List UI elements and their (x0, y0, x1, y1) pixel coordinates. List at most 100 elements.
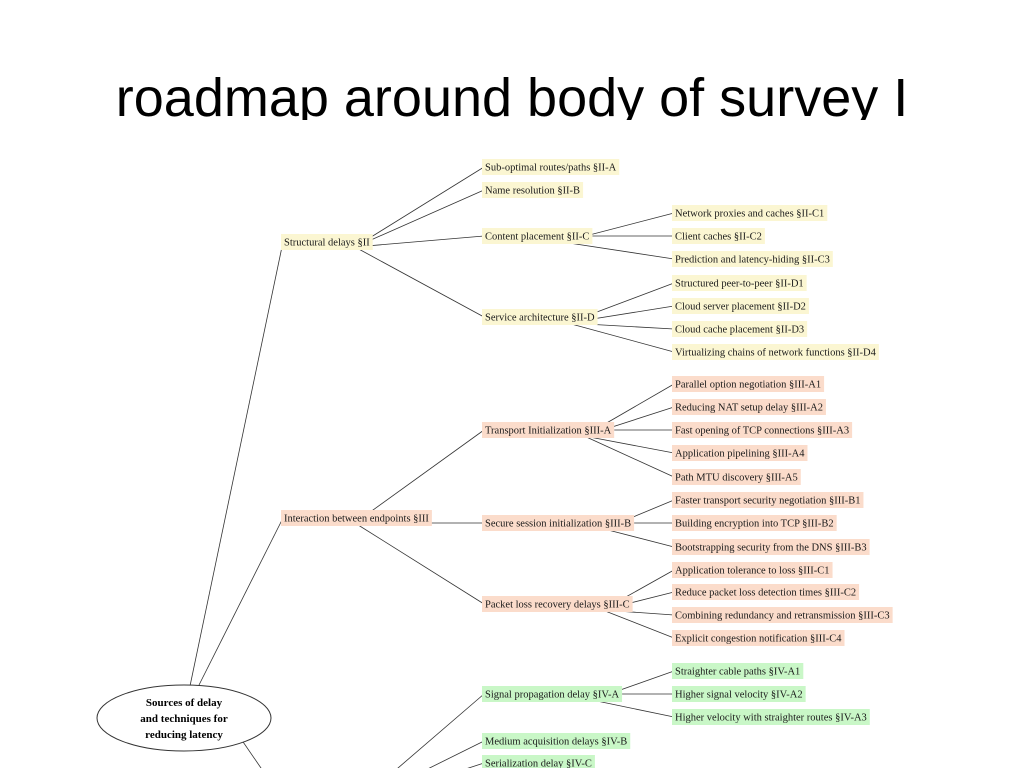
technique-node-2-0-1-box (672, 686, 806, 702)
topic-node-0-3: Service architecture §II-D (482, 309, 598, 325)
edge-category-2-to-topic-0 (397, 693, 485, 768)
root-label-line-1: Sources of delay (146, 697, 223, 709)
edge-category-2-to-topic-1 (428, 740, 485, 768)
technique-node-0-3-2: Cloud cache placement §II-D3 (672, 321, 808, 337)
technique-node-1-1-2-text: Bootstrapping security from the DNS §III… (675, 543, 867, 554)
technique-node-0-2-1-text: Client caches §II-C2 (675, 232, 762, 243)
topic-node-0-3-text: Service architecture §II-D (485, 313, 595, 324)
technique-node-1-1-1-box (672, 515, 837, 531)
technique-node-1-2-3-box (672, 630, 845, 646)
category-node-0-text: Structural delays §II (284, 238, 370, 249)
technique-node-0-2-1-box (672, 228, 765, 244)
technique-node-0-2-0: Network proxies and caches §II-C1 (672, 205, 828, 221)
edge-topic-0-3-to-technique-3 (567, 322, 675, 353)
technique-node-1-0-3: Application pipelining §III-A4 (672, 445, 808, 461)
edge-category-0-to-topic-3 (354, 246, 485, 318)
edge-topic-1-0-to-technique-3 (584, 435, 675, 454)
category-node-1-text: Interaction between endpoints §III (284, 514, 429, 525)
topic-node-1-1: Secure session initialization §III-B (482, 515, 635, 531)
topic-node-1-1-text: Secure session initialization §III-B (485, 519, 631, 530)
technique-node-2-0-2-text: Higher velocity with straighter routes §… (675, 713, 867, 724)
topic-node-0-0-text: Sub-optimal routes/paths §II-A (485, 163, 617, 174)
technique-node-2-0-0-text: Straighter cable paths §IV-A1 (675, 667, 800, 678)
topic-node-1-2-text: Packet loss recovery delays §III-C (485, 600, 630, 611)
topic-node-2-2-box (482, 755, 595, 768)
technique-node-1-0-2-box (672, 422, 853, 438)
edge-category-2-to-topic-2 (467, 762, 485, 768)
topic-node-1-0-text: Transport Initialization §III-A (485, 426, 612, 437)
technique-node-1-0-4-text: Path MTU discovery §III-A5 (675, 473, 798, 484)
edge-category-0-to-topic-1 (354, 189, 485, 248)
root-node: Sources of delay and techniques for redu… (96, 684, 272, 752)
technique-node-1-0-0-text: Parallel option negotiation §III-A1 (675, 380, 821, 391)
edge-category-1-to-topic-2 (354, 522, 485, 605)
technique-node-0-2-0-text: Network proxies and caches §II-C1 (675, 209, 824, 220)
topic-node-2-1-box (482, 733, 631, 749)
technique-node-1-0-0: Parallel option negotiation §III-A1 (672, 376, 825, 392)
topic-node-0-1-box (482, 182, 584, 198)
technique-node-2-0-0-box (672, 663, 804, 679)
topic-node-0-1-text: Name resolution §II-B (485, 186, 580, 197)
technique-node-1-1-2-box (672, 539, 870, 555)
technique-node-1-0-2-text: Fast opening of TCP connections §III-A3 (675, 426, 849, 437)
technique-node-1-1-0: Faster transport security negotiation §I… (672, 492, 864, 508)
topic-node-2-2-text: Serialization delay §IV-C (485, 759, 592, 768)
technique-node-1-2-2: Combining redundancy and retransmission … (672, 607, 893, 623)
technique-node-1-0-0-box (672, 376, 825, 392)
edge-root-to-category-0 (189, 241, 284, 687)
technique-node-1-1-1-text: Building encryption into TCP §III-B2 (675, 519, 834, 530)
technique-node-0-3-0-box (672, 275, 807, 291)
category-node-0: Structural delays §II (281, 234, 373, 250)
topic-node-0-3-box (482, 309, 598, 325)
technique-node-0-2-1: Client caches §II-C2 (672, 228, 765, 244)
technique-node-1-0-3-box (672, 445, 808, 461)
topic-node-2-1: Medium acquisition delays §IV-B (482, 733, 631, 749)
topic-node-2-1-text: Medium acquisition delays §IV-B (485, 737, 627, 748)
technique-node-2-0-2-box (672, 709, 870, 725)
root-label-line-2: and techniques for (140, 713, 228, 725)
edge-category-0-to-topic-0 (354, 166, 485, 248)
technique-node-0-3-3-text: Virtualizing chains of network functions… (675, 348, 877, 359)
technique-node-0-2-2: Prediction and latency-hiding §II-C3 (672, 251, 833, 267)
technique-node-0-3-2-box (672, 321, 808, 337)
technique-node-1-1-1: Building encryption into TCP §III-B2 (672, 515, 837, 531)
edge-topic-1-0-to-technique-4 (584, 435, 675, 478)
edge-topic-1-2-to-technique-3 (602, 609, 675, 639)
technique-node-1-2-2-text: Combining redundancy and retransmission … (675, 611, 890, 622)
technique-node-0-3-2-text: Cloud cache placement §II-D3 (675, 325, 804, 336)
tree-nodes: Structural delays §II Sub-optimal routes/… (281, 159, 893, 768)
topic-node-1-2: Packet loss recovery delays §III-C (482, 596, 633, 612)
edge-topic-2-0-to-technique-2 (591, 699, 675, 718)
technique-node-0-3-1-text: Cloud server placement §II-D2 (675, 302, 806, 313)
root-label-line-3: reducing latency (145, 729, 223, 741)
technique-node-1-1-0-text: Faster transport security negotiation §I… (675, 496, 860, 507)
tree-edges (189, 166, 675, 768)
topic-node-0-0-box (482, 159, 620, 175)
technique-node-1-2-0: Application tolerance to loss §III-C1 (672, 562, 833, 578)
edge-topic-1-1-to-technique-2 (603, 528, 675, 548)
technique-node-0-3-0: Structured peer-to-peer §II-D1 (672, 275, 807, 291)
technique-node-1-0-3-text: Application pipelining §III-A4 (675, 449, 805, 460)
topic-node-1-0: Transport Initialization §III-A (482, 422, 615, 438)
technique-node-0-3-3: Virtualizing chains of network functions… (672, 344, 879, 360)
technique-node-1-2-0-box (672, 562, 833, 578)
edge-topic-0-2-to-technique-2 (562, 241, 675, 260)
topic-node-0-1: Name resolution §II-B (482, 182, 584, 198)
topic-node-2-2: Serialization delay §IV-C (482, 755, 595, 768)
technique-node-1-0-4-box (672, 469, 801, 485)
technique-node-1-2-3-text: Explicit congestion notification §III-C4 (675, 634, 842, 645)
technique-node-1-2-1-box (672, 584, 860, 600)
technique-node-1-2-1: Reduce packet loss detection times §III-… (672, 584, 860, 600)
category-node-0-box (281, 234, 373, 250)
topic-node-2-0-box (482, 686, 623, 702)
slide-title: roadmap around body of survey I (115, 68, 909, 120)
technique-node-1-2-2-box (672, 607, 893, 623)
topic-node-2-0: Signal propagation delay §IV-A (482, 686, 623, 702)
topic-node-1-0-box (482, 422, 615, 438)
technique-node-2-0-1-text: Higher signal velocity §IV-A2 (675, 690, 803, 701)
technique-node-0-3-1-box (672, 298, 809, 314)
technique-node-1-2-1-text: Reduce packet loss detection times §III-… (675, 588, 856, 599)
technique-node-0-2-0-box (672, 205, 828, 221)
category-node-1-box (281, 510, 432, 526)
